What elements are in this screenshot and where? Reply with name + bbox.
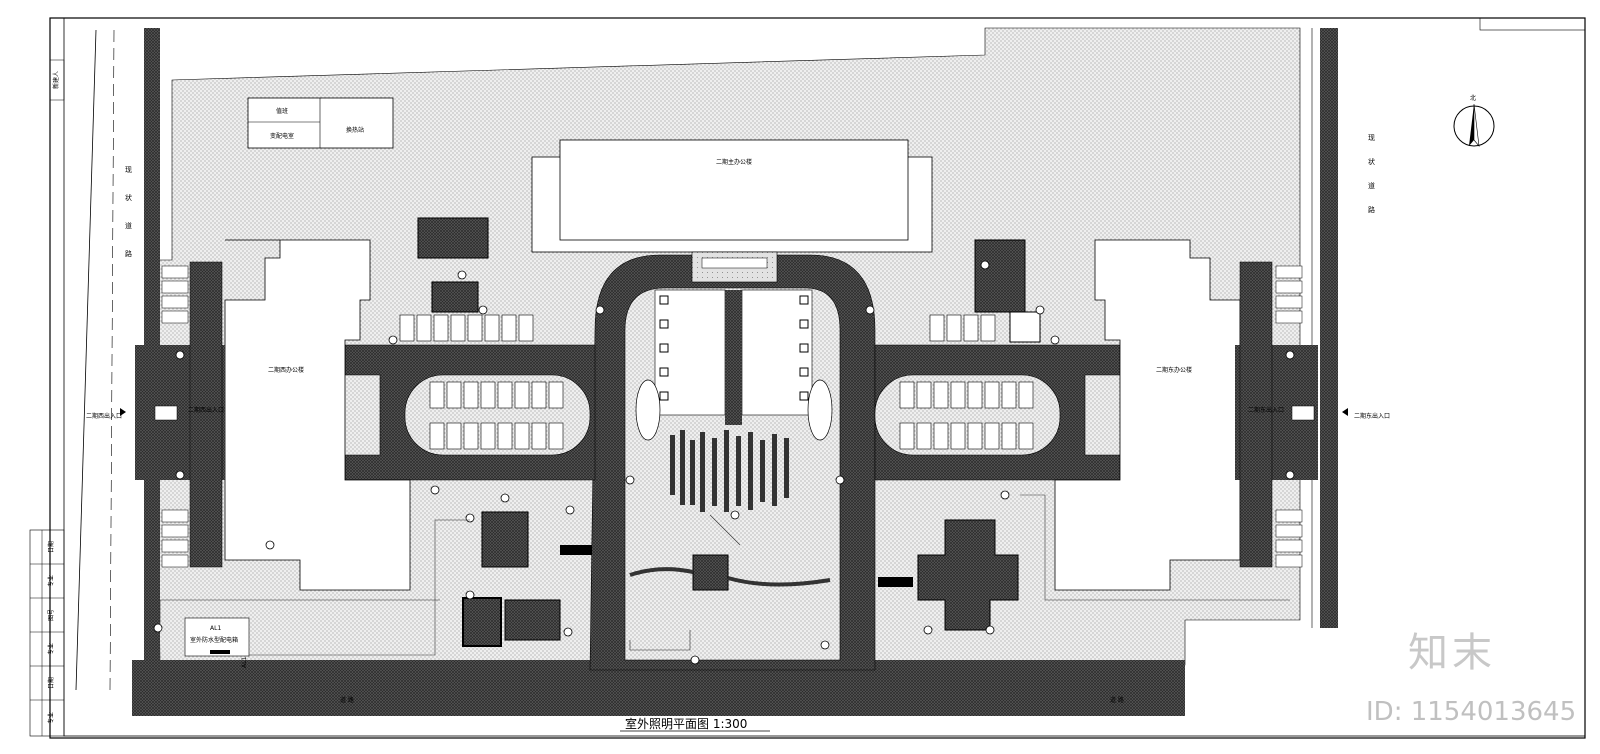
- panel-note: 室外防水型配电箱: [190, 636, 238, 644]
- panel-code-2: AL1: [241, 657, 248, 668]
- east-parking-stalls: [899, 314, 1034, 450]
- east-road-char-1: 现: [1368, 134, 1375, 142]
- main-office-building: 二期主办公楼: [531, 139, 933, 253]
- east-boundary-strip: [1320, 28, 1338, 628]
- panel-code: AL1: [210, 625, 221, 632]
- drawing-title-text: 室外照明平面图 1:300: [625, 716, 747, 731]
- east-entrance-label: 二期东出入口: [1354, 412, 1390, 420]
- west-gate-note: 二期西出入口: [188, 406, 224, 414]
- title-block: 日期 专业 图号 专业 日期 专业 新建人: [29, 59, 65, 737]
- watermark-brand: 知末: [1408, 630, 1496, 676]
- title-block-cell-5: 日期: [47, 677, 55, 689]
- west-office-building: 二期西办公楼: [224, 239, 411, 591]
- east-gate-note: 二期东出入口: [1248, 406, 1284, 414]
- margin-top-label: 新建人: [52, 71, 60, 89]
- east-road-char-3: 道: [1368, 181, 1375, 190]
- title-block-cell-4: 专业: [47, 643, 55, 655]
- west-road-char-2: 状: [125, 193, 132, 202]
- inner-frame: [63, 17, 1586, 737]
- west-road-char-4: 路: [125, 249, 132, 258]
- east-road-char-2: 状: [1368, 157, 1375, 166]
- cable-runs: [159, 494, 1290, 656]
- south-road-label-left: 道 路: [340, 696, 354, 704]
- east-office-building: 二期东办公楼: [1054, 239, 1241, 591]
- west-road-char-3: 道: [125, 221, 132, 230]
- east-existing-road: 现 状 道 路: [1368, 134, 1375, 214]
- west-entrance-label: 二期西出入口: [86, 412, 122, 420]
- west-office-label: 二期西办公楼: [268, 366, 304, 374]
- title-block-cell-2: 专业: [47, 575, 55, 587]
- title-block-cell-3: 图号: [48, 609, 55, 621]
- east-entrance: 二期东出入口 二期东出入口: [1248, 405, 1390, 421]
- west-road-char-1: 现: [125, 166, 132, 174]
- top-right-box: [1479, 17, 1586, 31]
- west-parking-stalls: [399, 314, 564, 450]
- utility-block: 值班 变配电室 换热站: [247, 97, 394, 149]
- annex-structures: [417, 217, 1041, 647]
- title-block-cell-1: 日期: [47, 541, 55, 553]
- east-office-label: 二期东办公楼: [1156, 366, 1192, 374]
- heat-station-label: 换热站: [346, 126, 364, 134]
- substation-label: 变配电室: [270, 132, 294, 140]
- plaza-planters: [629, 289, 833, 591]
- drawing-title: 室外照明平面图 1:300: [620, 716, 770, 732]
- title-block-cell-6: 专业: [47, 712, 55, 724]
- distribution-panel: AL1 室外防水型配电箱 AL1: [184, 617, 250, 668]
- guard-room-label: 值班: [276, 107, 288, 115]
- south-road-label-right: 道 路: [1110, 696, 1124, 704]
- west-side-parking: [161, 265, 189, 568]
- watermark-id: ID: 1154013645: [1366, 697, 1577, 727]
- main-office-label: 二期主办公楼: [716, 158, 752, 166]
- north-arrow: 北: [1453, 94, 1495, 147]
- light-fixtures: [153, 260, 1295, 665]
- west-existing-road: 现 状 道 路: [75, 29, 132, 691]
- east-side-parking: [1275, 265, 1303, 568]
- west-entrance: 二期西出入口 二期西出入口: [86, 405, 224, 421]
- east-road-char-4: 路: [1368, 205, 1375, 214]
- north-label: 北: [1470, 94, 1476, 102]
